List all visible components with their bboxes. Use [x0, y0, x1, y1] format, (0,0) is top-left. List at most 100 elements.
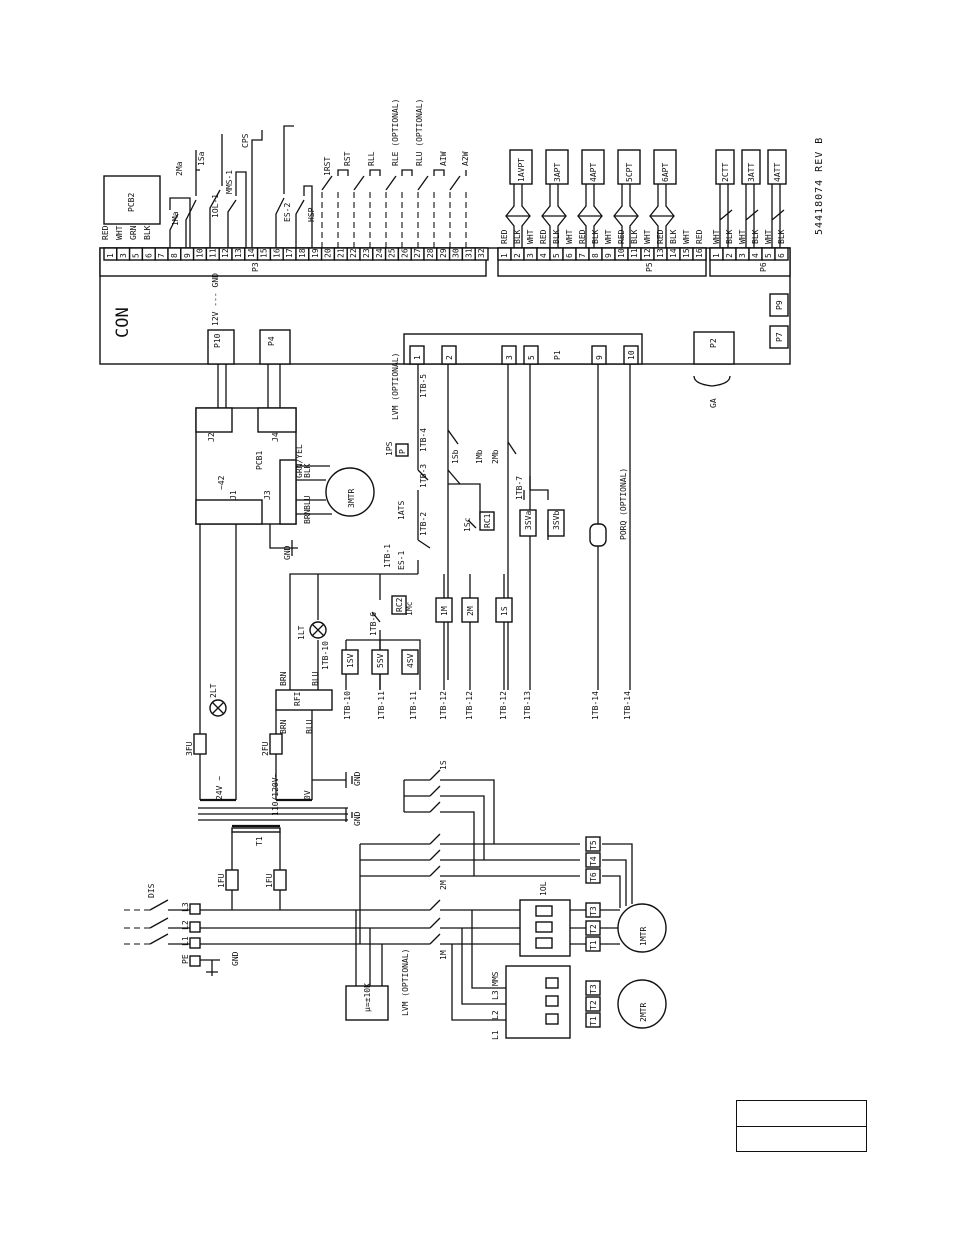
pcb1-ac-label: ~42	[217, 475, 226, 490]
title-block	[736, 1100, 867, 1152]
pressure-transducer-label: 6APT	[661, 163, 670, 182]
svg-text:BLK: BLK	[143, 225, 152, 240]
svg-text:L1: L1	[181, 936, 190, 946]
terminal-label: 1TB-14	[623, 691, 632, 720]
svg-text:BLU: BLU	[311, 671, 320, 686]
p5-pin-label: 5	[552, 253, 561, 258]
thermistor	[767, 149, 787, 185]
svg-text:1OL: 1OL	[539, 881, 548, 896]
svg-text:110/120V~: 110/120V~	[271, 772, 280, 816]
p6-label: P6	[759, 262, 768, 272]
p5-wire-label: WHT	[565, 229, 574, 244]
pressure-transducer	[509, 149, 533, 185]
pressure-transducer	[545, 149, 569, 185]
motor2-terminal-label: T3	[589, 984, 598, 994]
p5-pin-label: 3	[526, 253, 535, 258]
svg-text:L3: L3	[491, 990, 500, 1000]
p5-pin	[692, 247, 707, 261]
p6-wire-label: BLK	[777, 229, 786, 244]
p3-pin-label: 14	[247, 248, 256, 258]
motor1-terminal-label: T3	[589, 906, 598, 916]
motor-3mtr	[325, 467, 375, 517]
svg-text:BLU: BLU	[305, 719, 314, 734]
svg-text:1Mc: 1Mc	[405, 601, 414, 616]
p3-pin-label: 5	[132, 253, 141, 258]
motor1-terminal	[585, 852, 601, 868]
p3-pin	[474, 247, 489, 261]
p10-voltage-label: 12V --- GND	[211, 273, 220, 326]
svg-text:1M: 1M	[440, 606, 449, 616]
svg-text:BLK: BLK	[303, 463, 312, 478]
p3-pin-label: 26	[400, 248, 409, 258]
p3-pin-label: 6	[144, 253, 153, 258]
svg-text:GRN/YEL: GRN/YEL	[295, 444, 304, 478]
svg-text:WHT: WHT	[115, 225, 124, 240]
pressure-transducer	[617, 149, 641, 185]
svg-text:1ATS: 1ATS	[397, 501, 406, 520]
p3-pin-label: 3	[119, 253, 128, 258]
thermistor-label: 4ATT	[773, 163, 782, 182]
thermistor	[741, 149, 761, 185]
svg-text:L3: L3	[181, 902, 190, 912]
device-1sa: 1Sa	[197, 151, 206, 166]
svg-text:PORQ (OPTIONAL): PORQ (OPTIONAL)	[619, 468, 628, 540]
p1-pin-label: 3	[505, 355, 514, 360]
svg-text:RFI: RFI	[293, 691, 302, 706]
svg-text:2FU: 2FU	[261, 741, 270, 756]
device-rll: RLL	[367, 151, 376, 166]
pressure-transducer	[581, 149, 605, 185]
p4-connector	[259, 329, 291, 365]
p3-pin-label: 23	[362, 248, 371, 258]
p5-wire-label: WHT	[526, 229, 535, 244]
motor1-terminal-label: T4	[589, 856, 598, 866]
p6-pin-label: 6	[777, 253, 786, 258]
mms-breaker	[505, 965, 571, 1039]
relay-rc1	[479, 511, 495, 531]
solenoid-3svb	[547, 509, 565, 537]
motor1-terminal	[585, 920, 601, 936]
power-section: 3FU 2FU 24V ~ 110/120V~ 0V GND T1 GND 1F…	[124, 375, 731, 1040]
svg-text:1TB-4: 1TB-4	[419, 428, 428, 452]
p3-pin-label: 27	[413, 248, 422, 258]
p1-pin-label: 1	[413, 355, 422, 360]
p7-connector	[769, 325, 789, 349]
pcb2-label: PCB2	[127, 193, 136, 212]
p6-wire-label: BLK	[751, 229, 760, 244]
p3-pin-label: 11	[208, 248, 217, 258]
p6-pin-label: 5	[764, 253, 773, 258]
pcb1-block: J2 J4 J1 J3 PCB1 ~42 BLK GRN/YEL BLU BRN…	[195, 364, 375, 560]
p5-wire-label: BLK	[630, 229, 639, 244]
p5-wire-label: RED	[539, 229, 548, 244]
p5-pin-label: 16	[695, 248, 704, 258]
p5-pin-label: 2	[513, 253, 522, 258]
coil-2m	[461, 597, 479, 623]
device-hsp: HSP	[307, 207, 316, 222]
svg-text:2MTR: 2MTR	[639, 1003, 648, 1022]
svg-text:P9: P9	[775, 300, 784, 310]
motor2-terminal-label: T1	[589, 1016, 598, 1026]
terminal-label: 1TB-14	[591, 691, 600, 720]
p10-connector	[207, 329, 235, 365]
pressure-transducer-label: 1AVPT	[517, 158, 526, 182]
p5-pin-label: 1	[500, 253, 509, 258]
svg-text:2M: 2M	[439, 880, 448, 890]
pressure-transducer-label: 4APT	[589, 163, 598, 182]
svg-text:1TB-7: 1TB-7	[515, 476, 524, 500]
p3-pin-label: 13	[234, 248, 243, 258]
terminal-label: 1TB-11	[409, 691, 418, 720]
device-rst: RST	[343, 151, 352, 166]
p5-wire-label: BLK	[669, 229, 678, 244]
p5-pin-label: 12	[643, 248, 652, 258]
p5-pin-row: 1RED2BLK3WHT4RED5BLK6WHT7RED8BLK9WHT10RE…	[497, 229, 707, 261]
p5-wire-label: BLK	[552, 229, 561, 244]
svg-text:P7: P7	[775, 332, 784, 342]
p3-pin-label: 18	[298, 248, 307, 258]
svg-text:1LT: 1LT	[297, 625, 306, 640]
svg-text:T1: T1	[255, 836, 264, 846]
p3-pin-label: 20	[324, 248, 333, 258]
motor1-terminal-label: T1	[589, 940, 598, 950]
p3-pin-label: 28	[426, 248, 435, 258]
terminal-label: 1TB-12	[465, 691, 474, 720]
